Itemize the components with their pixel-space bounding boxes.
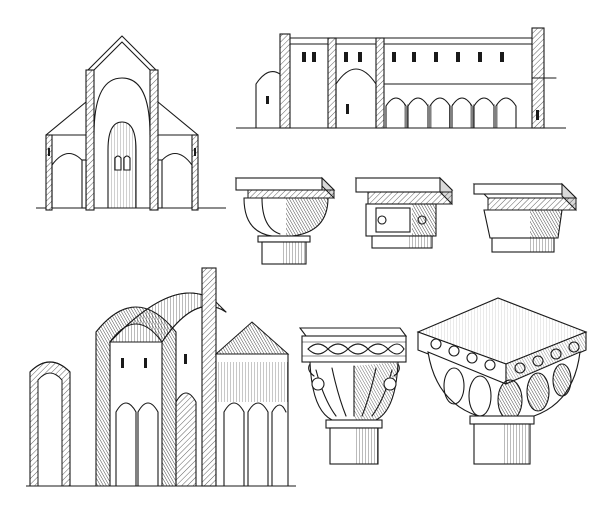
longitudinal-section-figure: [236, 24, 566, 136]
ornate-capital-engraving-icon: [416, 297, 588, 465]
transverse-section-figure: [36, 30, 226, 220]
vaulted-nave-perspective-figure: [26, 262, 296, 490]
nave-longitudinal-section-engraving-icon: [236, 27, 566, 129]
cushion-capital-figure: [232, 170, 338, 265]
vaulted-nave-engraving-icon: [26, 267, 296, 487]
block-capital-engraving-icon: [354, 176, 454, 249]
foliate-capital-figure: [296, 320, 412, 466]
impost-capital-engraving-icon: [472, 182, 578, 253]
ornate-capital-figure: [414, 292, 590, 468]
church-cross-section-engraving-icon: [36, 35, 226, 211]
impost-capital-figure: [470, 178, 582, 258]
block-capital-figure: [352, 170, 458, 255]
cushion-capital-engraving-icon: [234, 176, 336, 265]
foliate-capital-engraving-icon: [298, 327, 408, 465]
